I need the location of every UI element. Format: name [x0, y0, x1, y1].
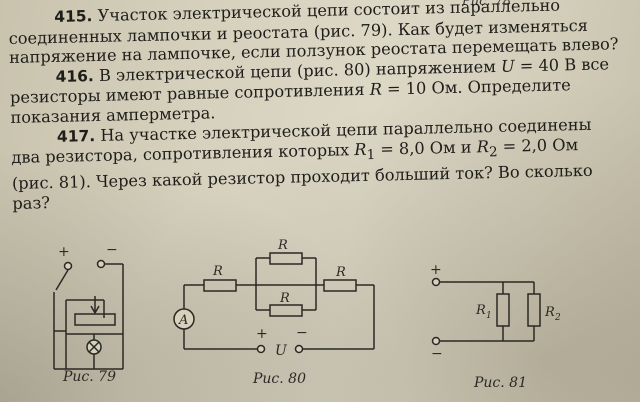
fig81-caption: Рис. 81: [474, 375, 527, 391]
switch-lever: [55, 269, 69, 291]
fig81-plus-label: +: [430, 262, 442, 278]
fig81-minus-label: −: [431, 346, 443, 362]
fig79-minus-label: −: [106, 242, 118, 258]
fig80-r-left-label: R: [212, 264, 223, 279]
fig81-r2-label: R: [544, 305, 555, 320]
fig80-r-mid-label: R: [279, 291, 290, 306]
figure-80-circuit: [173, 252, 375, 354]
fig80-plus-label: +: [256, 326, 268, 342]
resistor-left: [203, 279, 237, 292]
resistor-right: [323, 279, 357, 292]
fig80-caption: Рис. 80: [253, 371, 306, 387]
terminal-plus: [256, 344, 266, 354]
fig80-r-top-label: R: [277, 238, 288, 253]
resistor-top: [269, 252, 303, 265]
resistor-r1: [496, 293, 510, 327]
fig81-r2-subscript: 2: [554, 313, 561, 323]
figure-81-circuit: [431, 277, 541, 346]
fig80-minus-label: −: [296, 325, 308, 341]
fig79-plus-label: +: [58, 244, 70, 260]
fig80-u-label: U: [275, 343, 288, 359]
fig80-ammeter-label: A: [178, 313, 188, 328]
resistor-r2: [527, 293, 541, 327]
previous-figure-caption: Рис. 78: [462, 0, 512, 9]
fig79-caption: Рис. 79: [63, 369, 116, 385]
resistor-mid: [269, 304, 303, 317]
terminal-minus: [96, 259, 106, 269]
terminal-minus: [294, 344, 304, 354]
fig81-r1-label: R: [475, 303, 486, 318]
terminal-minus: [431, 336, 441, 346]
fig81-r1-subscript: 1: [486, 311, 492, 321]
figure-79-circuit: [53, 259, 124, 370]
terminal-plus: [63, 261, 73, 271]
terminal-plus: [431, 277, 441, 287]
fig80-r-right-label: R: [335, 265, 346, 280]
rheostat-body: [74, 313, 116, 326]
